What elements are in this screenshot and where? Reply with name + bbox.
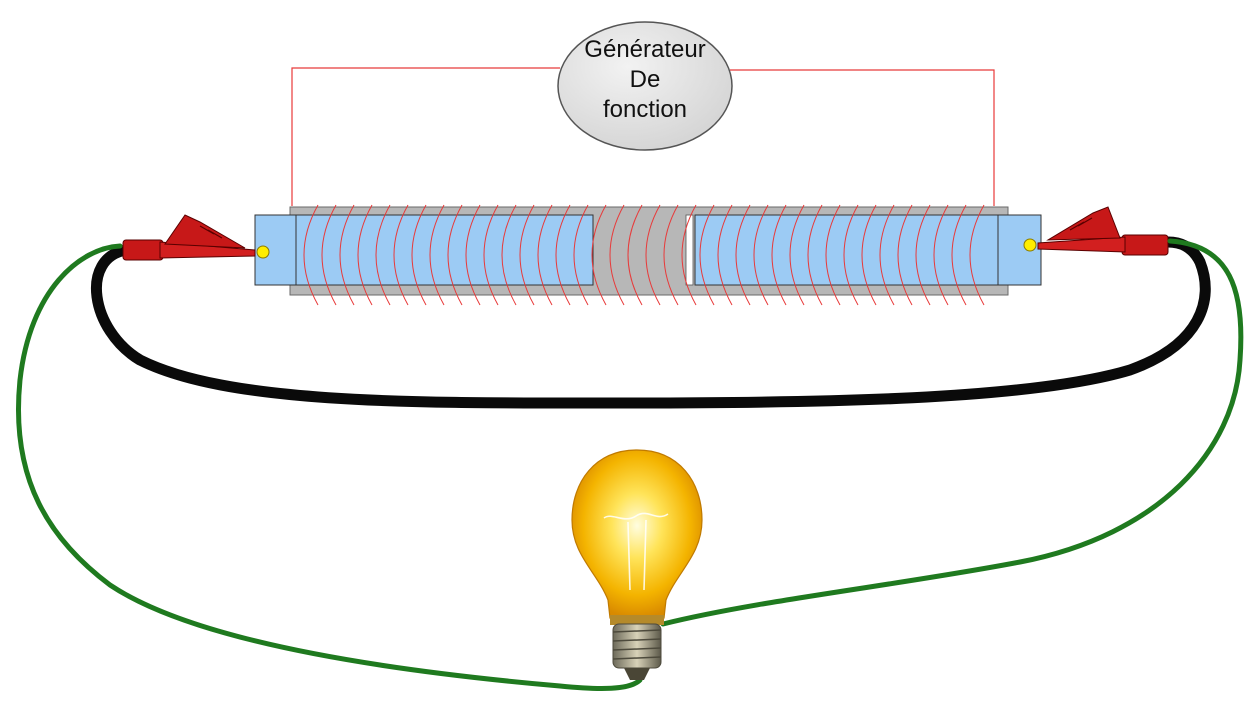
bulb-filament (603, 512, 669, 591)
coil-turn (861, 204, 877, 306)
coil-turn (429, 204, 445, 306)
right-terminal (1023, 238, 1037, 252)
coil-turn (681, 204, 697, 306)
coil-turn (303, 204, 319, 306)
coil-turn (627, 204, 643, 306)
function-generator-shape (557, 21, 733, 151)
right-coil-body (694, 214, 999, 286)
coil-turn (393, 204, 409, 306)
black-wire (90, 236, 1211, 409)
coil-turn (357, 204, 373, 306)
coil-turn (663, 204, 679, 306)
coil-windings (303, 204, 985, 306)
bulb-screw-base (612, 623, 662, 680)
coil-turn (555, 204, 571, 306)
bulb-glass (571, 449, 703, 619)
transformer (254, 204, 1042, 306)
coil-turn (915, 204, 931, 306)
coil-turn (897, 204, 913, 306)
coil-turn (501, 204, 517, 306)
coil-turn (537, 204, 553, 306)
coil-turn (753, 204, 769, 306)
bulb-collar (610, 615, 664, 625)
green-wire-left (16, 243, 643, 691)
coil-turn (591, 204, 607, 306)
coil-turn (645, 204, 661, 306)
crocodile-clip-icon (122, 214, 256, 261)
generator-label-line-2: De (630, 66, 661, 93)
coil-turn (843, 204, 859, 306)
coil-turn (771, 204, 787, 306)
generator-label-line-1: Générateur (584, 36, 705, 63)
coil-turn (411, 204, 427, 306)
coil-turn (951, 204, 967, 306)
coil-turn (321, 204, 337, 306)
coil-turn (699, 204, 715, 306)
coil-turn (933, 204, 949, 306)
coil-turn (573, 204, 589, 306)
coil-turn (789, 204, 805, 306)
core-gap (685, 214, 694, 286)
light-bulb-icon (571, 449, 703, 680)
coil-turn (483, 204, 499, 306)
coil-turn (717, 204, 733, 306)
crocodile-clip-icon (1037, 206, 1169, 256)
coil-turn (609, 204, 625, 306)
coil-turn (807, 204, 823, 306)
generator-label-line-3: fonction (603, 96, 687, 123)
function-generator: Générateur De fonction (557, 21, 733, 151)
right-terminal-block (996, 214, 1042, 286)
coil-turn (735, 204, 751, 306)
coil-turn (519, 204, 535, 306)
green-wire-right (660, 238, 1244, 627)
coil-turn (447, 204, 463, 306)
coil-turn (375, 204, 391, 306)
generator-wires (291, 67, 995, 206)
coil-turn (969, 204, 985, 306)
coil-turn (825, 204, 841, 306)
left-coil-body (295, 214, 594, 286)
left-terminal (256, 245, 270, 259)
coil-turn (879, 204, 895, 306)
coil-turn (339, 204, 355, 306)
coil-turn (465, 204, 481, 306)
